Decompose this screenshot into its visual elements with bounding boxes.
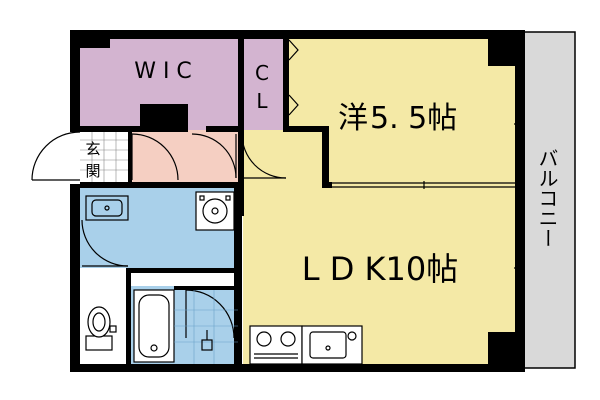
ldk-label: L D K10帖 bbox=[302, 250, 459, 288]
ldk-floor bbox=[243, 130, 520, 368]
closet-folding-doors bbox=[288, 39, 299, 116]
closet-floor bbox=[243, 38, 283, 130]
bedroom-label-prefix: 洋 bbox=[338, 101, 368, 136]
balcony-label: バルコニー bbox=[535, 148, 559, 248]
hallway-floor bbox=[130, 130, 242, 184]
balcony-windows bbox=[514, 66, 525, 332]
entrance-label-bottom: 関 bbox=[85, 162, 100, 180]
door-swings bbox=[31, 131, 287, 339]
shower-icon bbox=[201, 330, 213, 351]
bedroom-label-size: 5. 5帖 bbox=[370, 101, 457, 136]
wic-label: W I C bbox=[134, 59, 192, 84]
bathtub-icon bbox=[133, 289, 175, 363]
washbasin-icon bbox=[85, 195, 129, 221]
entrance-label-top: 玄 bbox=[85, 140, 100, 158]
sliding-partition bbox=[332, 181, 515, 189]
washing-machine-icon bbox=[195, 191, 235, 231]
walls bbox=[70, 30, 525, 372]
toilet-icon bbox=[85, 306, 117, 351]
entrance-tiles bbox=[80, 132, 128, 184]
balcony-area bbox=[519, 31, 576, 369]
closet-label-top: C bbox=[255, 61, 269, 85]
stove-icon bbox=[249, 325, 303, 365]
kitchen-sink-icon bbox=[301, 325, 363, 365]
bath-floor-tiles bbox=[174, 290, 238, 364]
closet-label-bottom: L bbox=[256, 89, 268, 113]
